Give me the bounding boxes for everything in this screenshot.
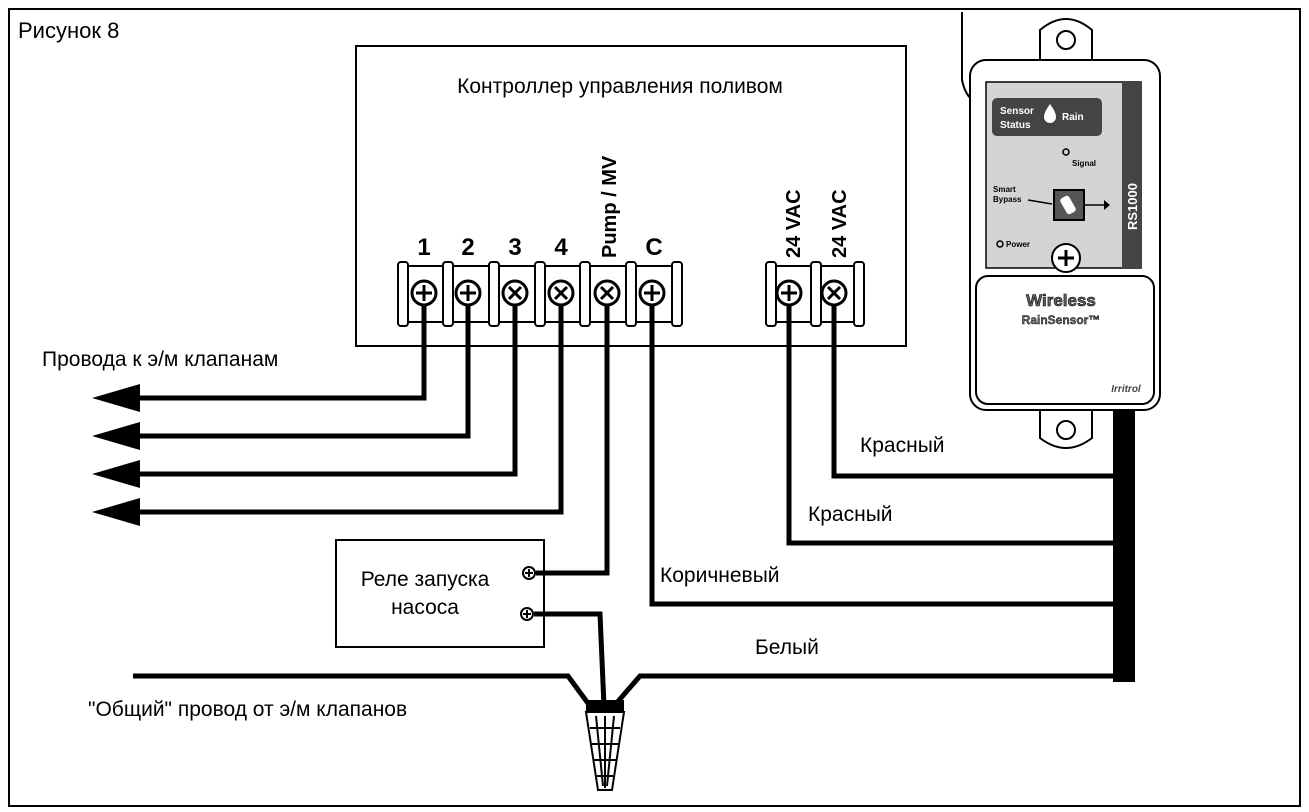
arrow-2-icon [92,422,140,450]
terminal-label-24vac-1: 24 VAC [783,189,805,258]
red-wire-1 [786,305,1117,546]
terminal-label-common: C [645,234,662,261]
valve-wires-label: Провода к э/м клапанам [42,348,278,371]
common-wire-label: "Общий" провод от э/м клапанов [88,698,407,721]
relay-terminal-1-icon [522,566,536,580]
status-label-line2: Status [1000,120,1031,131]
model-label: RS1000 [1125,183,1140,230]
screw-1-icon [410,279,438,307]
signal-led-icon [1062,148,1070,156]
terminal-label-24vac-2: 24 VAC [829,189,851,258]
bypass-arrow-icon [1104,200,1110,210]
terminal-label-3: 3 [508,234,521,261]
valve-wire-3 [130,305,518,477]
sensor-cable-bundle [1113,410,1135,682]
maker-logo: Irritrol [1111,384,1141,395]
red-wire-label-2: Красный [808,503,893,526]
terminal-label-pump: Pump / MV [599,155,621,258]
screw-3-icon [501,279,529,307]
screw-2-icon [454,279,482,307]
figure-label: Рисунок 8 [18,18,119,43]
terminal-label-4: 4 [554,234,568,261]
red-wire-2 [831,305,1117,479]
figure-frame [8,8,1301,807]
white-wire-label: Белый [755,636,819,659]
arrow-1-icon [92,384,140,412]
power-led-icon [996,240,1004,248]
rain-sensor-receiver: RS1000 Sensor Status Rain Signal Smart B… [969,18,1161,449]
relay-terminal-2-icon [520,607,534,621]
arrow-4-icon [92,498,140,526]
pump-relay-box [335,539,545,648]
bottom-mount-hole-icon [1056,420,1076,440]
status-rain-label: Rain [1062,112,1084,123]
bypass-key-icon [1060,195,1076,215]
model-strip [1122,82,1141,268]
terminal-strip-right [765,261,865,327]
controller-title: Контроллер управления поливом [457,75,783,98]
rain-drop-icon [1044,104,1056,123]
power-label: Power [1006,240,1030,249]
valve-wire-2 [130,305,471,439]
top-mount-hole-icon [1056,30,1076,50]
brand-label-line1: Wireless [1026,291,1096,310]
screw-4-icon [547,279,575,307]
relay-label-line2: насоса [391,596,459,619]
wire-nut-icon [584,700,626,791]
screw-pump-icon [593,279,621,307]
receiver-lower-panel [975,275,1155,405]
screw-common-icon [638,279,666,307]
bypass-pointer [1027,199,1053,205]
valve-wire-4 [130,305,564,515]
brown-wire-label: Коричневый [660,564,780,587]
valve-wire-1 [130,305,427,401]
valve-common-wire [133,673,593,708]
arrow-3-icon [92,460,140,488]
relay-label-line1: Реле запуска [361,568,490,591]
relay-common-wire [534,611,607,707]
white-wire [612,673,1117,708]
bypass-label-line1: Smart [993,185,1016,194]
signal-label: Signal [1072,159,1096,168]
bypass-label-line2: Bypass [993,195,1022,204]
status-label-line1: Sensor [1000,106,1034,117]
terminal-strip-left [397,261,683,327]
pump-wire [536,305,610,576]
terminal-label-1: 1 [417,234,430,261]
screw-24vac-2-icon [820,279,848,307]
red-wire-label-1: Красный [860,434,945,457]
screw-24vac-1-icon [775,279,803,307]
brown-wire [649,305,1117,607]
brand-label-line2: RainSensor™ [1022,313,1101,327]
terminal-label-2: 2 [461,234,474,261]
